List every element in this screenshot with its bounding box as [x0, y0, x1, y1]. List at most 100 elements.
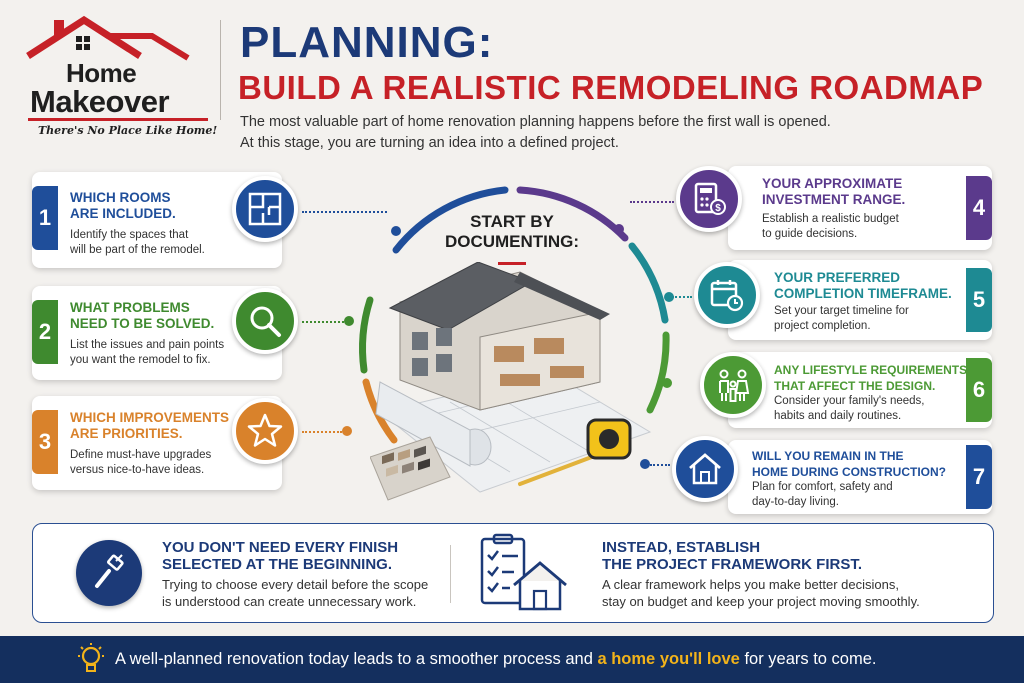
intro-line1: The most valuable part of home renovatio…	[240, 114, 831, 130]
step-heading-3-line2: ARE PRIORITIES.	[70, 426, 183, 441]
step-number-6: 6	[966, 358, 992, 422]
bottom-right-heading-line1: INSTEAD, ESTABLISH	[602, 539, 761, 556]
bottom-right-desc-line2: stay on budget and keep your project mov…	[602, 594, 920, 609]
step-desc-5: Set your target timeline for project com…	[774, 304, 909, 334]
step-desc-3-line2: versus nice-to-have ideas.	[70, 464, 205, 476]
step-desc-5-line1: Set your target timeline for	[774, 305, 909, 317]
step-heading-2: WHAT PROBLEMS NEED TO BE SOLVED.	[70, 300, 214, 332]
footer-text: A well-planned renovation today leads to…	[115, 650, 877, 669]
step-desc-6-line2: habits and daily routines.	[774, 410, 902, 422]
step-connector-4	[630, 201, 674, 203]
center-title-line1: START BY	[470, 212, 554, 231]
step-card-5: 5 YOUR PREFERRED COMPLETION TIMEFRAME. S…	[728, 260, 992, 340]
bottom-left-heading-line1: YOU DON'T NEED EVERY FINISH	[162, 539, 399, 556]
bottom-divider	[450, 545, 451, 603]
step-heading-5-line1: YOUR PREFERRED	[774, 270, 901, 285]
step-heading-1: WHICH ROOMS ARE INCLUDED.	[70, 190, 176, 222]
center-title-rule	[498, 262, 526, 265]
step-heading-6: ANY LIFESTYLE REQUIREMENTS THAT AFFECT T…	[774, 362, 967, 394]
magnifier-icon	[232, 288, 298, 354]
lightbulb-icon	[78, 643, 104, 672]
page-title: PLANNING:	[240, 18, 494, 67]
intro-line2: At this stage, you are turning an idea i…	[240, 135, 619, 151]
header-divider	[220, 20, 221, 120]
step-card-7: 7 WILL YOU REMAIN IN THE HOME DURING CON…	[728, 440, 992, 514]
step-dot-6	[662, 378, 672, 388]
step-desc-3: Define must-have upgrades versus nice-to…	[70, 448, 211, 478]
step-desc-4-line2: to guide decisions.	[762, 228, 858, 240]
step-heading-2-line2: NEED TO BE SOLVED.	[70, 316, 215, 331]
calculator-icon: $	[676, 166, 742, 232]
footer-text-before: A well-planned renovation today leads to…	[115, 650, 598, 668]
house-roof-icon	[26, 15, 190, 61]
step-connector-5	[672, 296, 692, 298]
svg-text:$: $	[715, 203, 721, 214]
step-desc-6-line1: Consider your family's needs,	[774, 395, 925, 407]
bottom-left-heading: YOU DON'T NEED EVERY FINISH SELECTED AT …	[162, 539, 398, 573]
bottom-right-desc: A clear framework helps you make better …	[602, 576, 920, 610]
step-dot-7	[640, 459, 650, 469]
step-desc-7-line2: day-to-day living.	[752, 496, 839, 508]
footer-text-after: for years to come.	[739, 650, 877, 668]
step-heading-7-line1: WILL YOU REMAIN IN THE	[752, 449, 904, 463]
house-icon	[672, 436, 738, 502]
step-connector-7	[650, 464, 670, 466]
step-number-4: 4	[966, 176, 992, 240]
step-desc-3-line1: Define must-have upgrades	[70, 449, 212, 461]
bottom-left-heading-line2: SELECTED AT THE BEGINNING.	[162, 556, 393, 573]
calendar-clock-icon	[694, 262, 760, 328]
step-connector-2	[302, 321, 344, 323]
footer-highlight: a home you'll love	[597, 650, 740, 668]
checklist-house-icon	[480, 533, 567, 611]
step-desc-1-line1: Identify the spaces that	[70, 229, 189, 241]
center-title-line2: DOCUMENTING:	[444, 232, 580, 251]
brand-logo: Home Makeover There's No Place Like Home…	[18, 14, 218, 137]
step-dot-3	[342, 426, 352, 436]
bottom-left-desc-line1: Trying to choose every detail before the…	[162, 577, 429, 592]
step-heading-2-line1: WHAT PROBLEMS	[70, 300, 190, 315]
step-number-2: 2	[32, 300, 58, 364]
step-number-5: 5	[966, 268, 992, 332]
step-dot-5	[664, 292, 674, 302]
step-card-4: 4 YOUR APPROXIMATE INVESTMENT RANGE. Est…	[728, 166, 992, 250]
step-heading-5-line2: COMPLETION TIMEFRAME.	[774, 286, 952, 301]
floor-plan-icon	[232, 176, 298, 242]
brand-tagline: There's No Place Like Home!	[38, 124, 218, 137]
step-heading-5: YOUR PREFERRED COMPLETION TIMEFRAME.	[774, 270, 952, 302]
step-heading-7-line2: HOME DURING CONSTRUCTION?	[752, 465, 946, 479]
step-desc-4-line1: Establish a realistic budget	[762, 213, 899, 225]
bottom-right-desc-line1: A clear framework helps you make better …	[602, 577, 899, 592]
step-heading-3-line1: WHICH IMPROVEMENTS	[70, 410, 230, 425]
step-desc-2-line1: List the issues and pain points	[70, 339, 225, 351]
brand-underline	[28, 118, 208, 121]
bottom-right-heading: INSTEAD, ESTABLISH THE PROJECT FRAMEWORK…	[602, 539, 862, 573]
step-heading-7: WILL YOU REMAIN IN THE HOME DURING CONST…	[752, 448, 946, 480]
step-heading-6-line2: THAT AFFECT THE DESIGN.	[774, 379, 936, 393]
step-desc-2-line2: you want the remodel to fix.	[70, 354, 211, 366]
step-heading-4-line1: YOUR APPROXIMATE	[762, 176, 903, 191]
step-desc-1: Identify the spaces that will be part of…	[70, 228, 205, 258]
step-heading-4-line2: INVESTMENT RANGE.	[762, 192, 906, 207]
house-illustration	[370, 262, 652, 501]
footer-bar	[0, 636, 1024, 683]
step-desc-7: Plan for comfort, safety and day-to-day …	[752, 480, 893, 510]
step-desc-5-line2: project completion.	[774, 320, 871, 332]
step-heading-4: YOUR APPROXIMATE INVESTMENT RANGE.	[762, 176, 905, 208]
step-number-7: 7	[966, 445, 992, 509]
intro-text: The most valuable part of home renovatio…	[240, 112, 980, 154]
brand-line2: Makeover	[30, 84, 170, 119]
step-desc-7-line1: Plan for comfort, safety and	[752, 481, 893, 493]
bottom-left-desc: Trying to choose every detail before the…	[162, 576, 428, 610]
brand-line1: Home	[66, 58, 137, 88]
bottom-right-heading-line2: THE PROJECT FRAMEWORK FIRST.	[602, 556, 863, 573]
family-icon	[700, 352, 766, 418]
step-desc-1-line2: will be part of the remodel.	[70, 244, 205, 256]
step-connector-1	[302, 211, 387, 213]
step-heading-3: WHICH IMPROVEMENTS ARE PRIORITIES.	[70, 410, 229, 442]
step-dot-2	[344, 316, 354, 326]
step-card-6: 6 ANY LIFESTYLE REQUIREMENTS THAT AFFECT…	[728, 352, 992, 428]
step-dot-1	[391, 226, 401, 236]
step-heading-1-line1: WHICH ROOMS	[70, 190, 171, 205]
paint-brush-icon	[76, 540, 142, 606]
star-icon	[232, 398, 298, 464]
